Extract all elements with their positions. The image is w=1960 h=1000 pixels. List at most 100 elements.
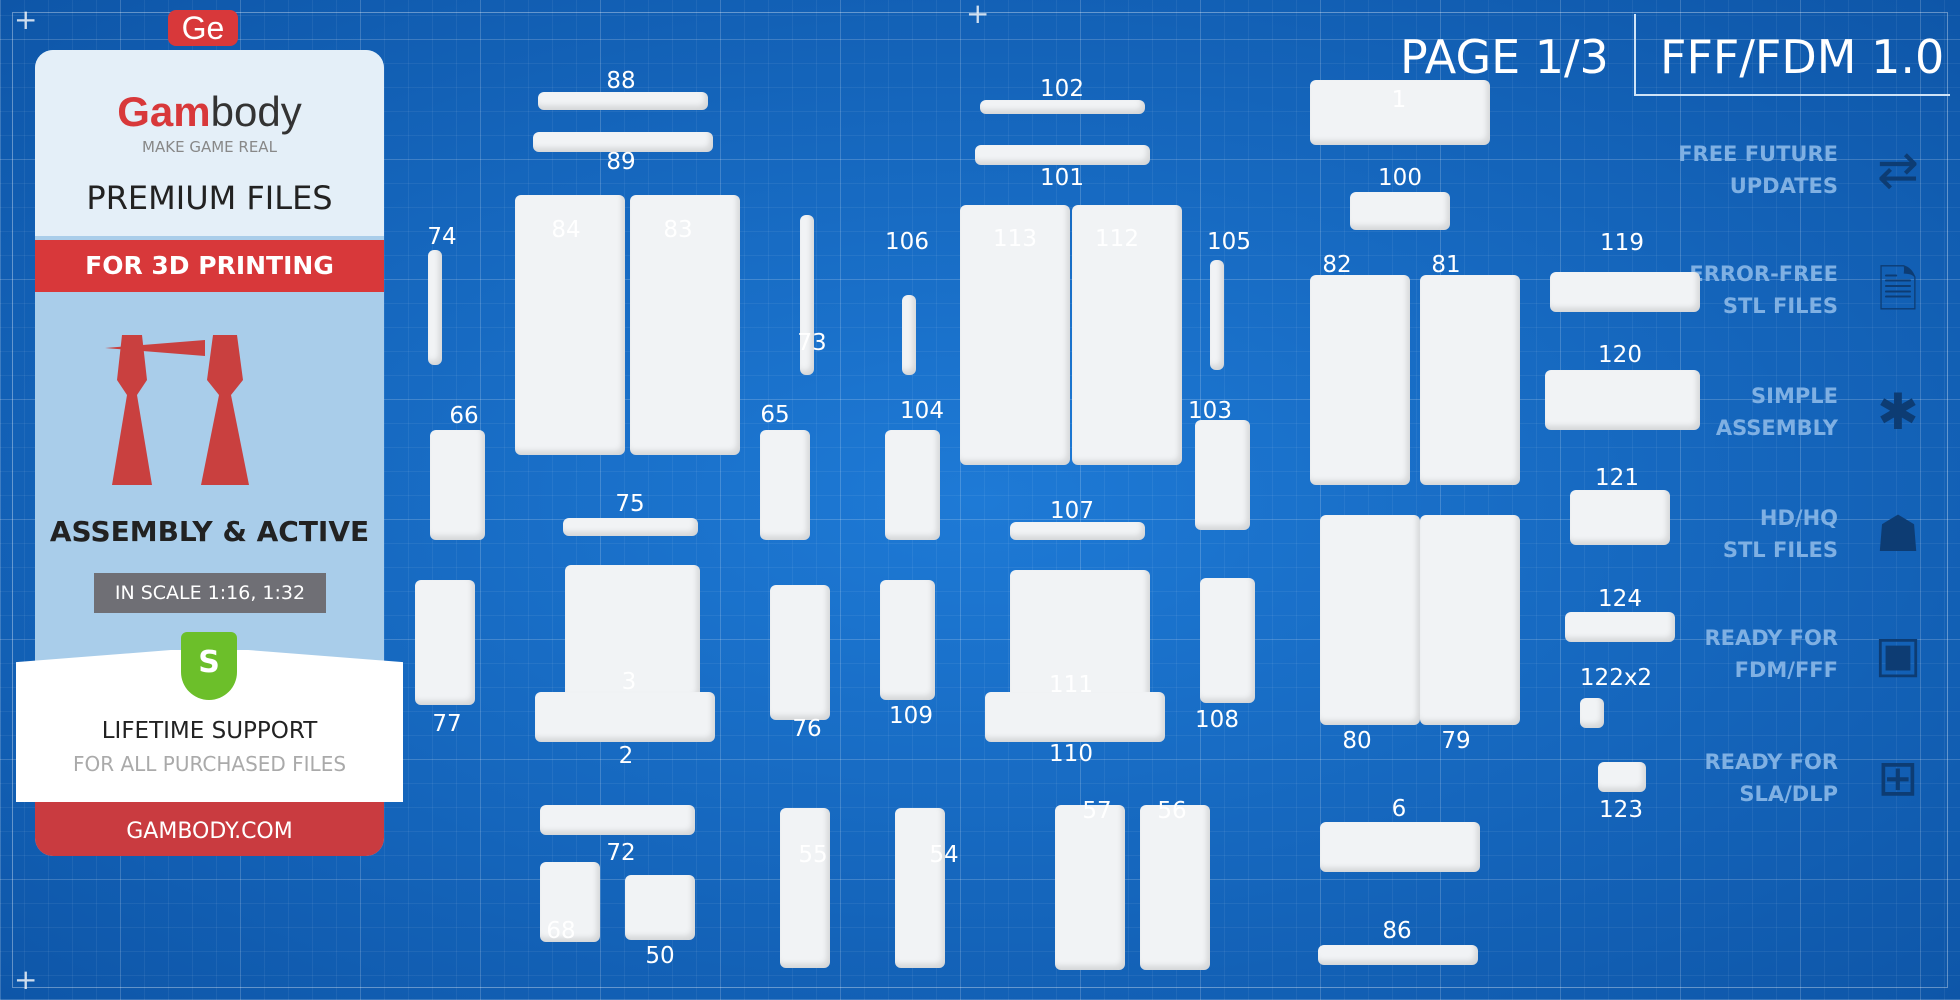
fdm-printer-icon: ▣ — [1874, 625, 1922, 683]
part-number-label: 1 — [1391, 87, 1407, 113]
model-part — [1320, 822, 1480, 872]
part-number-label: 77 — [432, 711, 462, 737]
part-number-label: 109 — [889, 703, 933, 729]
feature-line2: STL FILES — [1722, 294, 1838, 318]
part-number-label: 84 — [551, 217, 581, 243]
model-part — [800, 215, 814, 375]
part-number-label: 108 — [1195, 707, 1239, 733]
model-part — [630, 195, 740, 455]
sla-printer-icon: ⊞ — [1877, 749, 1919, 807]
model-part — [770, 585, 830, 720]
model-part — [415, 580, 475, 705]
model-part — [1010, 570, 1150, 705]
model-part — [430, 430, 485, 540]
part-number-label: 110 — [1049, 741, 1093, 767]
part-number-label: 3 — [621, 669, 637, 695]
part-number-label: 122x2 — [1579, 665, 1653, 691]
part-number-label: 56 — [1157, 798, 1187, 824]
part-number-label: 79 — [1441, 728, 1471, 754]
model-part — [960, 205, 1070, 465]
model-part — [1350, 192, 1450, 230]
model-part — [1550, 272, 1700, 312]
model-part — [1318, 945, 1478, 965]
part-number-label: 105 — [1207, 229, 1251, 255]
statue-figure-rotating — [201, 335, 249, 485]
format-label: FFF/FDM 1.0 — [1634, 14, 1950, 96]
premium-files: PREMIUM FILES — [86, 179, 333, 217]
part-number-label: 72 — [606, 840, 636, 866]
model-part — [1565, 612, 1675, 642]
model-part — [1072, 205, 1182, 465]
model-part — [515, 195, 625, 455]
feature-line2: ASSEMBLY — [1715, 416, 1838, 440]
statue-figure — [112, 335, 152, 485]
page-number: PAGE 1/3 — [1400, 30, 1609, 84]
part-number-label: 2 — [618, 743, 634, 769]
model-part — [1310, 80, 1490, 145]
model-part — [1420, 275, 1520, 485]
feature-line2: SLA/DLP — [1739, 782, 1838, 806]
crosshair-mark: + — [966, 0, 990, 30]
model-part — [1310, 275, 1410, 485]
feature-line1: READY FOR — [1704, 626, 1838, 650]
part-number-label: 100 — [1378, 165, 1422, 191]
model-part — [880, 580, 935, 700]
model-part — [1598, 762, 1646, 792]
part-number-label: 80 — [1342, 728, 1372, 754]
update-icon: ⇄ — [1877, 141, 1919, 199]
part-number-label: 104 — [900, 398, 944, 424]
model-part — [428, 250, 442, 365]
part-number-label: 82 — [1322, 252, 1352, 278]
model-part — [895, 808, 945, 968]
part-number-label: 112 — [1095, 226, 1139, 252]
feature-line1: HD/HQ — [1759, 506, 1838, 530]
part-number-label: 88 — [606, 68, 636, 94]
model-part — [535, 692, 715, 742]
feature-line1: ERROR-FREE — [1689, 262, 1838, 286]
brand-red: Gam — [117, 88, 211, 135]
part-number-label: 73 — [797, 330, 827, 356]
part-number-label: 102 — [1040, 76, 1084, 102]
gambody-logo[interactable]: Ge — [168, 10, 238, 46]
model-part — [540, 862, 600, 942]
feature-line2: STL FILES — [1722, 538, 1838, 562]
part-number-label: 119 — [1600, 230, 1644, 256]
part-number-label: 55 — [798, 842, 828, 868]
assembly-active: ASSEMBLY & ACTIVE — [49, 515, 370, 548]
model-part — [538, 92, 708, 110]
feature-line1: FREE FUTURE — [1678, 142, 1838, 166]
part-number-label: 106 — [885, 229, 929, 255]
part-number-label: 86 — [1382, 918, 1412, 944]
part-number-label: 57 — [1082, 798, 1112, 824]
part-number-label: 65 — [760, 402, 790, 428]
model-part — [1570, 490, 1670, 545]
ironman-icon: ☗ — [1875, 505, 1921, 563]
part-number-label: 113 — [993, 226, 1037, 252]
part-number-label: 107 — [1050, 498, 1094, 524]
model-part — [1195, 420, 1250, 530]
feature-text: HD/HQ STL FILES — [1578, 502, 1838, 566]
model-part — [1055, 805, 1125, 970]
part-number-label: 50 — [645, 943, 675, 969]
part-number-label: 101 — [1040, 165, 1084, 191]
part-number-label: 124 — [1598, 586, 1642, 612]
crosshair-mark: + — [14, 3, 38, 36]
model-part — [985, 692, 1165, 742]
model-part — [563, 518, 698, 536]
part-number-label: 74 — [427, 224, 457, 250]
model-part — [540, 805, 695, 835]
model-part — [1210, 260, 1224, 370]
website-link[interactable]: GAMBODY.COM — [35, 802, 384, 856]
model-part — [533, 132, 713, 152]
part-number-label: 75 — [615, 491, 645, 517]
feature-text: ERROR-FREE STL FILES — [1578, 258, 1838, 322]
part-number-label: 121 — [1595, 465, 1639, 491]
shield-icon: S — [181, 632, 237, 700]
model-part — [1140, 805, 1210, 970]
part-number-label: 123 — [1599, 797, 1643, 823]
part-number-label: 66 — [449, 403, 479, 429]
model-part — [1010, 522, 1145, 540]
